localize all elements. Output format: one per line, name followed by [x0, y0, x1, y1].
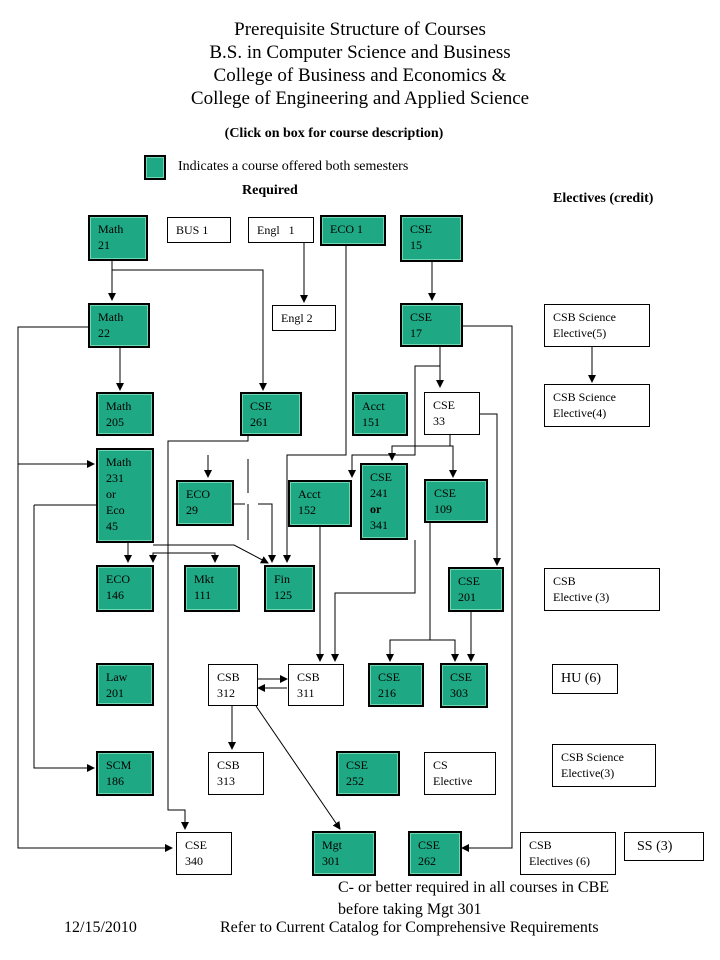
- course-acct152[interactable]: Acct 152: [288, 480, 352, 527]
- arrow-math22-cse340: [17, 326, 173, 852]
- course-cs-elective[interactable]: CS Elective: [424, 752, 496, 795]
- elective-csb-6[interactable]: CSB Electives (6): [520, 832, 616, 875]
- course-scm186[interactable]: SCM 186: [96, 751, 154, 796]
- course-math205[interactable]: Math 205: [96, 392, 154, 436]
- course-cse201[interactable]: CSE 201: [448, 567, 504, 612]
- legend-text: Indicates a course offered both semester…: [178, 159, 409, 174]
- course-acct151[interactable]: Acct 151: [352, 392, 408, 436]
- elective-csb-science-4[interactable]: CSB Science Elective(4): [544, 384, 650, 427]
- course-eco146[interactable]: ECO 146: [96, 565, 154, 612]
- title-line-1: Prerequisite Structure of Courses: [234, 19, 486, 40]
- arrow-eco29-fin125: [258, 503, 276, 563]
- elective-ss-3[interactable]: SS (3): [624, 832, 704, 861]
- course-cse252[interactable]: CSE 252: [336, 751, 400, 796]
- course-law201[interactable]: Law 201: [96, 663, 154, 706]
- course-cse33[interactable]: CSE 33: [424, 392, 480, 435]
- course-mkt111[interactable]: Mkt 111: [184, 565, 240, 612]
- course-cse241-or-341[interactable]: CSE 241 or 341: [360, 463, 408, 540]
- arrow-math231-fin125: [153, 544, 269, 564]
- course-math231-or-eco45[interactable]: Math 231 or Eco 45: [96, 448, 154, 543]
- arrow-eco29-eco146: [149, 552, 195, 563]
- course-csb312[interactable]: CSB 312: [208, 664, 258, 706]
- course-fin125[interactable]: Fin 125: [264, 565, 315, 612]
- course-cse303[interactable]: CSE 303: [440, 663, 488, 708]
- course-cse216[interactable]: CSE 216: [368, 663, 424, 707]
- arrow-math231-scm186: [33, 505, 95, 772]
- legend-swatch: [144, 155, 166, 180]
- subtitle: (Click on box for course description): [224, 126, 444, 141]
- arrow-cse33-cse241: [388, 433, 451, 461]
- elective-csb-science-5[interactable]: CSB Science Elective(5): [544, 304, 650, 347]
- elective-hu-6[interactable]: HU (6): [552, 664, 618, 694]
- course-engl1[interactable]: Engl 1: [248, 217, 314, 243]
- arrow-cse109-cse216: [386, 523, 431, 662]
- arrow-cse241-csb311: [331, 540, 416, 662]
- heading-required: Required: [242, 183, 298, 198]
- arrow-cse17-cse262: [461, 325, 513, 852]
- arrow-eco1-fin125: [283, 246, 347, 563]
- heading-electives: Electives (credit): [553, 191, 654, 206]
- footer-date: 12/15/2010: [64, 919, 137, 936]
- course-eco29[interactable]: ECO 29: [176, 480, 234, 526]
- arrow-math231-mkt111: [153, 552, 219, 563]
- course-cse17[interactable]: CSE 17: [400, 303, 463, 347]
- arrow-cse261-cse340: [167, 434, 249, 830]
- course-eco1[interactable]: ECO 1: [320, 215, 386, 246]
- elective-csb-3[interactable]: CSB Elective (3): [544, 568, 660, 611]
- title-line-2: B.S. in Computer Science and Business: [209, 42, 511, 63]
- cse241-line: CSE 241: [370, 470, 393, 500]
- cse341-line: 341: [370, 518, 388, 532]
- course-bus1[interactable]: BUS 1: [167, 217, 231, 243]
- title-line-3: College of Business and Economics &: [213, 65, 507, 86]
- arrow-cse33-cse201: [480, 413, 501, 566]
- elective-csb-science-3[interactable]: CSB Science Elective(3): [552, 744, 656, 787]
- arrow-csb312-mgt301: [255, 705, 341, 830]
- course-cse15[interactable]: CSE 15: [400, 215, 463, 262]
- title-line-4: College of Engineering and Applied Scien…: [190, 88, 530, 109]
- course-cse262[interactable]: CSE 262: [408, 831, 462, 876]
- course-csb313[interactable]: CSB 313: [208, 752, 264, 795]
- footer-note-1: C- or better required in all courses in …: [338, 879, 610, 896]
- course-csb311[interactable]: CSB 311: [288, 664, 344, 706]
- course-math21[interactable]: Math 21: [88, 215, 148, 261]
- footer-note-2: before taking Mgt 301: [338, 901, 482, 918]
- footer-refer: Refer to Current Catalog for Comprehensi…: [220, 919, 599, 936]
- course-math22[interactable]: Math 22: [88, 303, 150, 348]
- course-cse340[interactable]: CSE 340: [176, 832, 232, 875]
- course-cse261[interactable]: CSE 261: [240, 392, 302, 436]
- cse241-or: or: [370, 502, 382, 516]
- arrow-cse17-acct152: [348, 346, 441, 478]
- course-engl2[interactable]: Engl 2: [272, 305, 336, 331]
- course-mgt301[interactable]: Mgt 301: [312, 831, 376, 876]
- arrow-cse33-cse109: [449, 445, 457, 478]
- course-cse109[interactable]: CSE 109: [424, 479, 488, 523]
- arrow-math21-cse261: [112, 269, 267, 391]
- arrow-cse109-cse303: [430, 639, 459, 662]
